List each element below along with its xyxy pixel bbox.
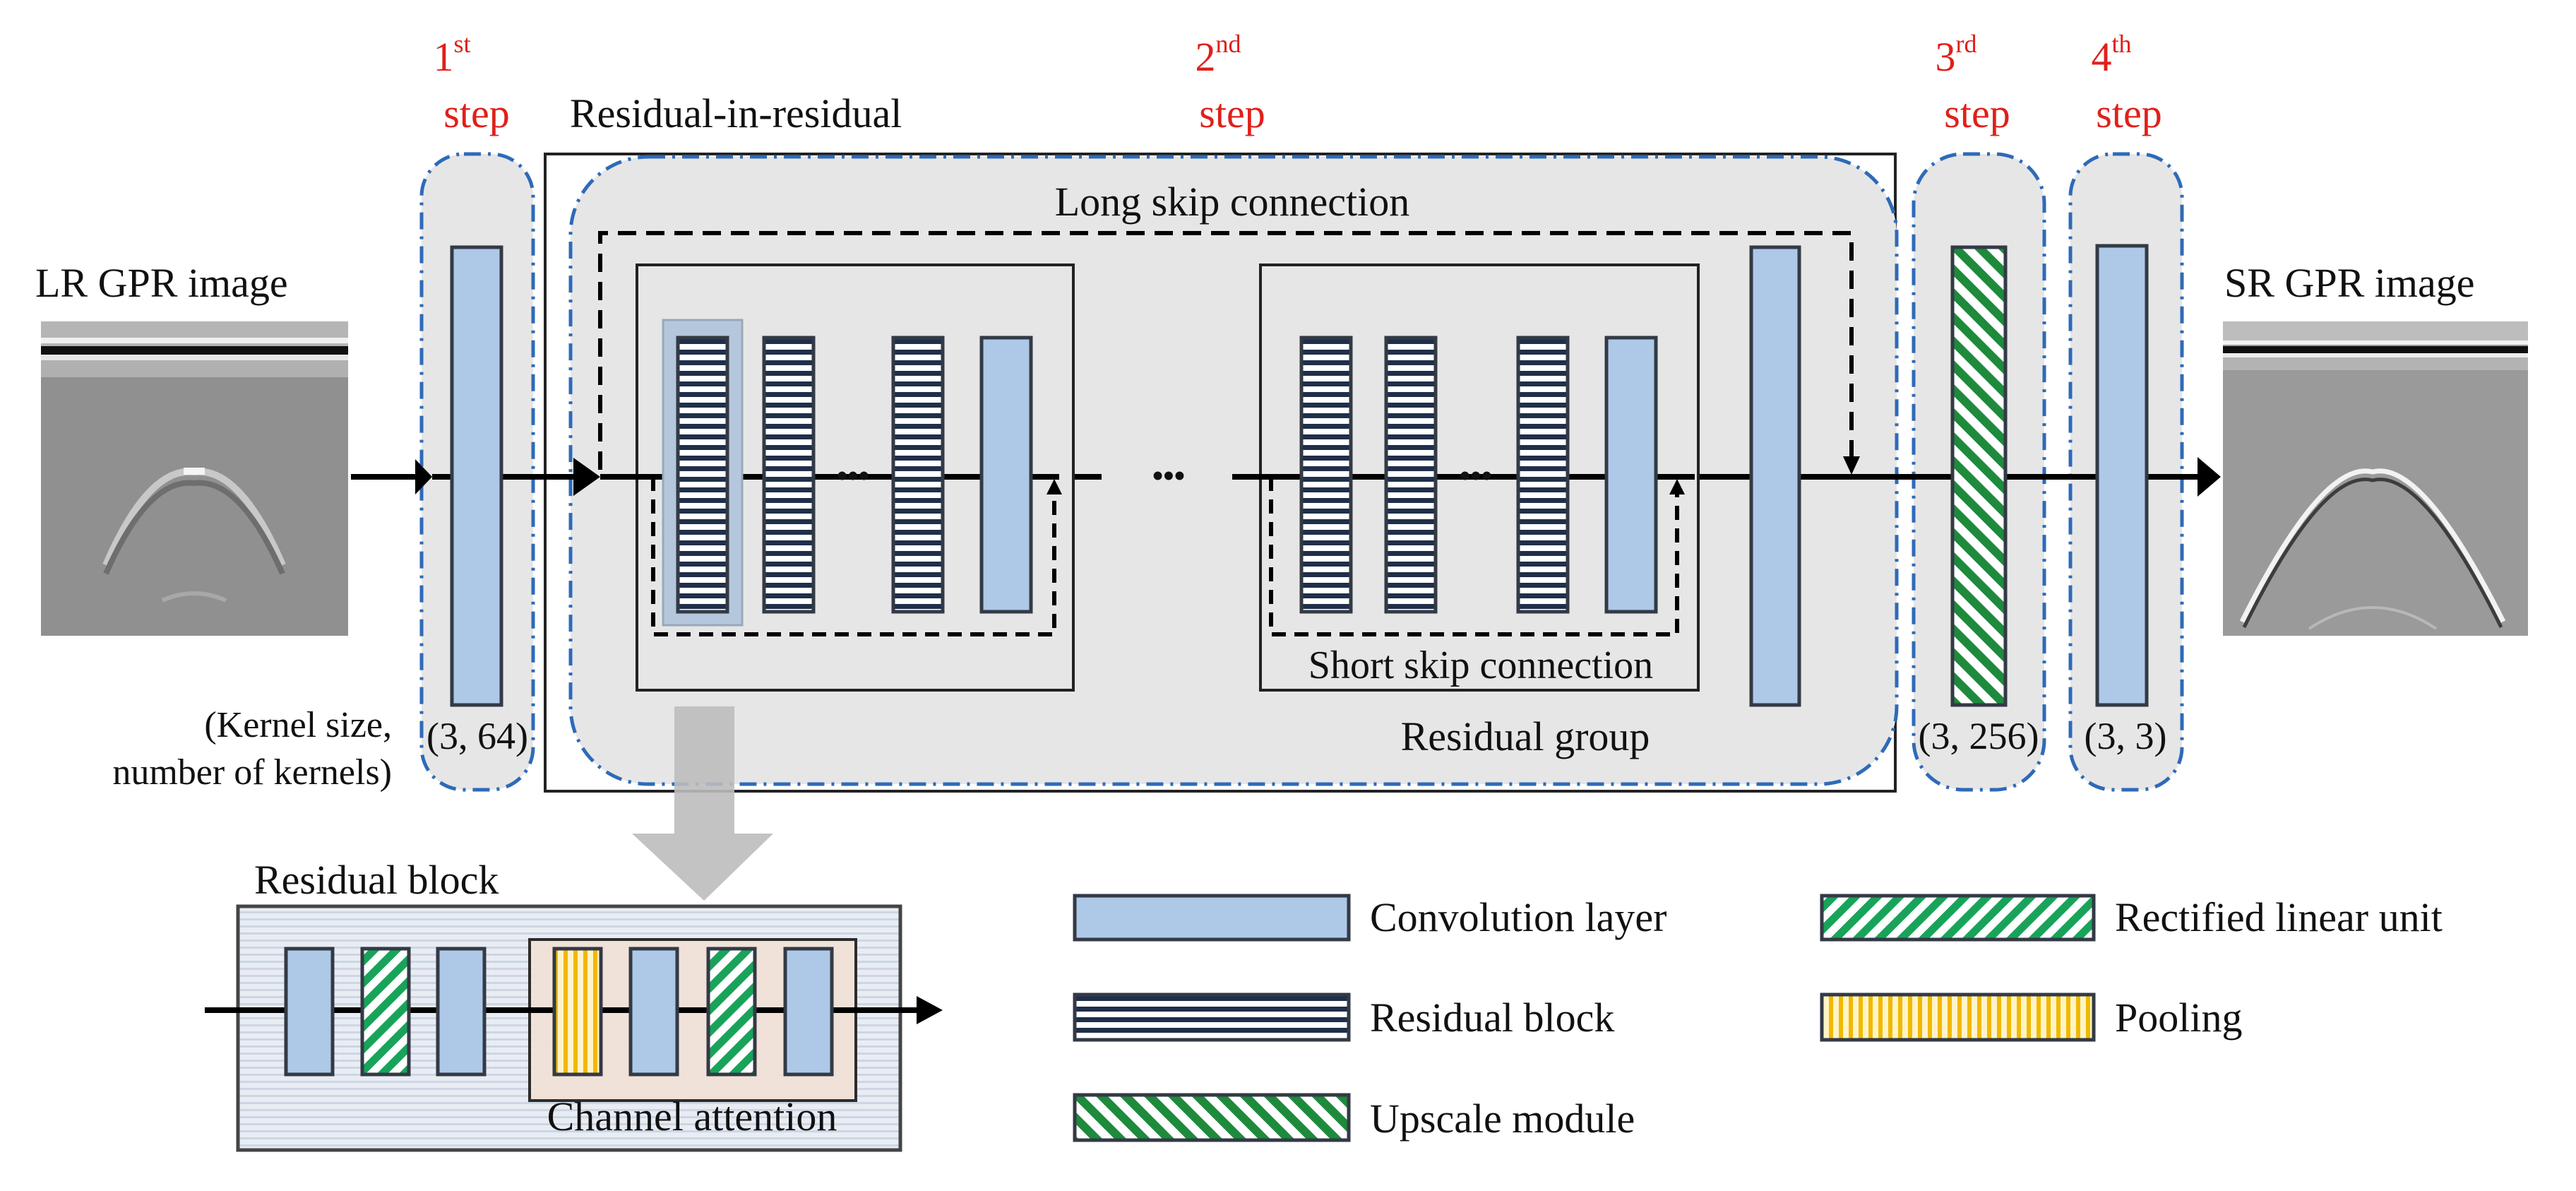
- svg-text:2nd: 2nd: [1195, 30, 1241, 80]
- sr-gpr-image: [2223, 321, 2528, 636]
- conv-layer-rir-end: [1749, 245, 1801, 707]
- legend-label-relu: Rectified linear unit: [2115, 894, 2443, 940]
- residual-group-label: Residual group: [1401, 713, 1650, 759]
- rb-conv-2: [436, 947, 487, 1077]
- residual-block-1b: [762, 336, 816, 614]
- ellipsis-2: •••: [1460, 458, 1492, 493]
- svg-text:step: step: [2096, 90, 2161, 136]
- kernel-step-4: (3, 3): [2085, 715, 2167, 757]
- conv-layer-step-4: [2095, 244, 2149, 707]
- ellipsis-1: •••: [837, 458, 869, 493]
- svg-text:step: step: [443, 90, 509, 136]
- rb-conv-3: [628, 947, 679, 1077]
- lr-gpr-image: [41, 321, 348, 636]
- step-4-header: 4th step: [2091, 30, 2161, 136]
- legend-swatch-relu: [1820, 894, 2096, 942]
- rb-conv-4: [783, 947, 834, 1077]
- kernel-note-line-2: number of kernels): [112, 752, 392, 793]
- legend-swatch-upscale: [1073, 1093, 1351, 1142]
- residual-block-1c: [891, 336, 945, 614]
- short-skip-group-1: [651, 477, 1062, 636]
- kernel-note-line-1: (Kernel size,: [204, 705, 392, 745]
- legend-label-residual: Residual block: [1370, 995, 1614, 1041]
- kernel-step-3: (3, 256): [1919, 715, 2039, 757]
- legend-label-pool: Pooling: [2115, 995, 2243, 1041]
- long-skip-label: Long skip connection: [1055, 179, 1410, 225]
- svg-text:step: step: [1199, 90, 1265, 136]
- legend-label-conv: Convolution layer: [1370, 894, 1666, 940]
- ellipsis-groups: •••: [1152, 458, 1185, 493]
- residual-block-2b: [1384, 336, 1438, 614]
- svg-text:4th: 4th: [2091, 30, 2131, 80]
- kernel-step-1: (3, 64): [427, 715, 528, 757]
- channel-attention-label: Channel attention: [547, 1094, 837, 1139]
- rb-pool: [552, 947, 603, 1077]
- residual-block-2c: [1516, 336, 1570, 614]
- conv-layer-group-2: [1604, 336, 1658, 614]
- rir-label: Residual-in-residual: [570, 90, 902, 136]
- legend-swatch-pool: [1820, 992, 2096, 1042]
- legend-label-upscale: Upscale module: [1370, 1096, 1635, 1142]
- rb-conv-1: [284, 947, 335, 1077]
- step-3-header: 3rd step: [1936, 30, 2010, 136]
- short-skip-group-2: [1269, 477, 1685, 636]
- rb-relu-2: [706, 947, 757, 1077]
- svg-text:1st: 1st: [433, 30, 470, 80]
- long-skip-connection: [598, 231, 1860, 475]
- short-skip-label: Short skip connection: [1308, 644, 1653, 687]
- residual-block-label: Residual block: [254, 857, 499, 903]
- step-1-header: 1st step: [433, 30, 509, 136]
- legend-swatch-residual: [1073, 992, 1351, 1042]
- residual-block-1a: [676, 336, 729, 614]
- residual-block-2a: [1299, 336, 1353, 614]
- conv-layer-step-1: [450, 245, 503, 707]
- zoom-arrow: [632, 706, 773, 901]
- legend: Convolution layer Rectified linear unit …: [1073, 894, 2443, 1142]
- step-2-header: 2nd step: [1195, 30, 1265, 136]
- svg-text:3rd: 3rd: [1936, 30, 1977, 80]
- lr-image-label: LR GPR image: [35, 260, 288, 306]
- svg-text:step: step: [1944, 90, 2010, 136]
- upscale-module-step-3: [1950, 245, 2008, 707]
- rb-relu-1: [360, 947, 411, 1077]
- sr-image-label: SR GPR image: [2224, 260, 2475, 306]
- legend-swatch-conv: [1073, 894, 1351, 942]
- conv-layer-group-1: [979, 336, 1033, 614]
